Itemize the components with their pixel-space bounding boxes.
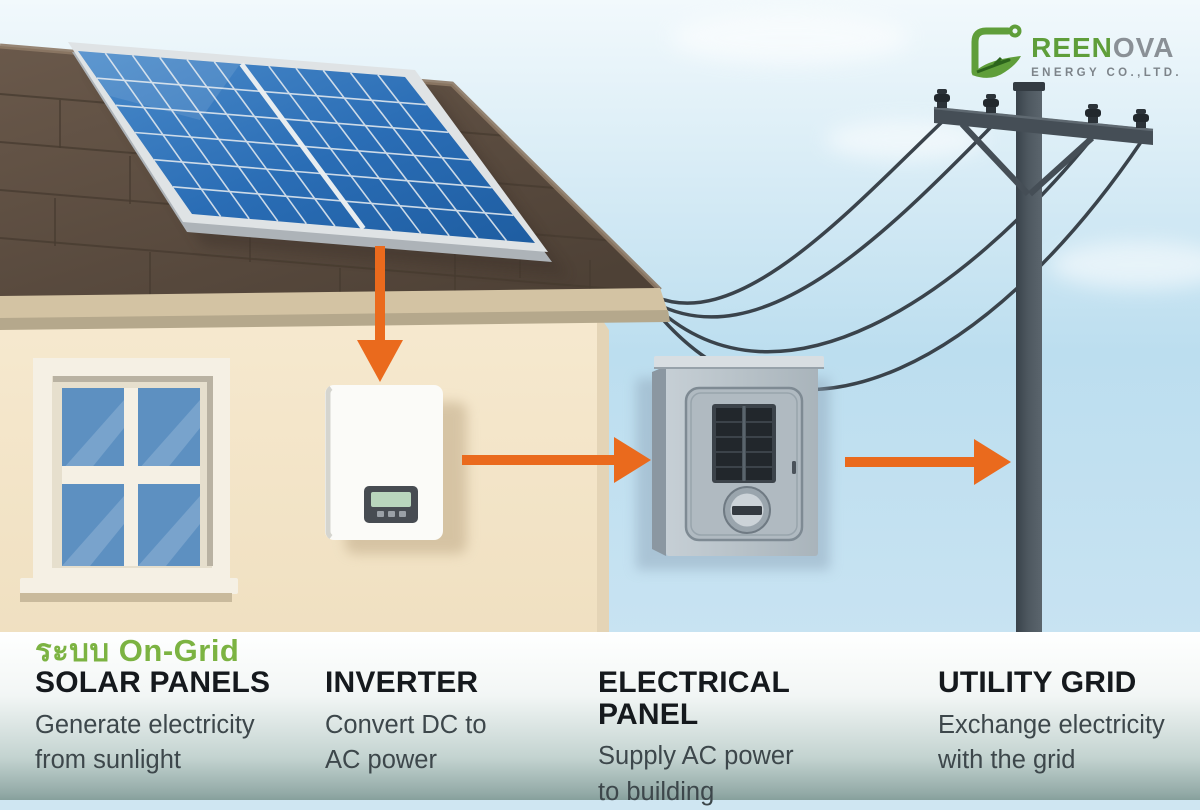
ac-arrow-inverter-to-panel bbox=[462, 437, 651, 483]
house-side-wall bbox=[597, 312, 609, 634]
inverter-buttons bbox=[377, 511, 406, 517]
window bbox=[20, 358, 238, 602]
label-band bbox=[0, 632, 1200, 800]
insulators bbox=[934, 89, 1149, 128]
panel-side-face bbox=[652, 366, 666, 556]
window-sill bbox=[20, 578, 238, 594]
breaker-window bbox=[712, 404, 776, 483]
clouds bbox=[670, 12, 1200, 289]
inverter-lcd bbox=[371, 492, 411, 507]
utility-pole bbox=[933, 82, 1154, 632]
door-handle bbox=[792, 461, 796, 474]
crossarm bbox=[934, 107, 1153, 145]
panel-lid bbox=[654, 356, 824, 368]
ac-arrow-panel-to-grid bbox=[845, 439, 1011, 485]
flow-arrows bbox=[357, 246, 1011, 485]
inverter-display-panel bbox=[364, 486, 418, 523]
solar-panel bbox=[68, 42, 552, 262]
crossarm-brace bbox=[959, 121, 1095, 197]
inverter bbox=[325, 385, 467, 554]
dc-arrow-panel-to-inverter bbox=[357, 246, 403, 382]
electrical-panel bbox=[636, 356, 830, 570]
meter-dial bbox=[723, 486, 771, 534]
